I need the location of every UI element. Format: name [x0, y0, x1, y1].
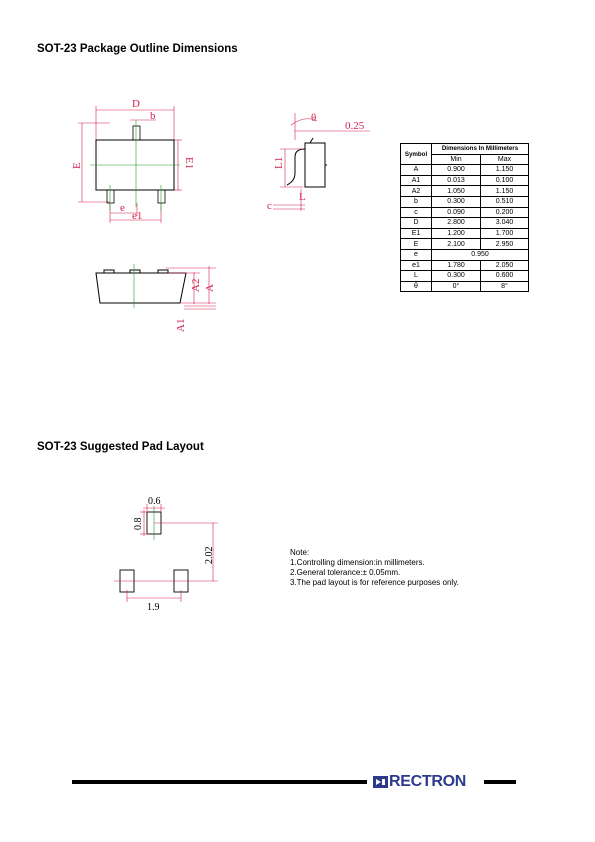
table-cell-min: 1.780 — [431, 259, 481, 272]
table-cell-min: 2.100 — [431, 238, 481, 250]
table-cell-min: 0.300 — [431, 195, 481, 208]
label-c: c — [267, 200, 272, 212]
table-cell-symbol: A — [400, 164, 432, 176]
label-E1: E1 — [183, 157, 195, 169]
table-cell-value: 0.950 — [431, 248, 529, 261]
rectron-logo: RECTRON — [373, 773, 466, 791]
section-title-outline: SOT-23 Package Outline Dimensions — [37, 43, 238, 55]
table-cell-min: 0.013 — [431, 174, 481, 187]
label-e1: e1 — [132, 210, 142, 222]
table-header-min: Min — [431, 153, 481, 166]
rectron-logo-icon — [373, 776, 388, 788]
note-line: 2.General tolerance:± 0.05mm. — [290, 568, 401, 577]
footer-rule-right — [484, 780, 516, 784]
table-cell-max: 0.510 — [480, 195, 529, 208]
table-cell-max: 1.700 — [480, 227, 529, 240]
table-cell-min: 0.090 — [431, 206, 481, 219]
label-A2: A2 — [190, 279, 202, 292]
table-header-max: Max — [480, 153, 529, 166]
note-heading: Note: — [290, 548, 310, 557]
note-line: 3.The pad layout is for reference purpos… — [290, 578, 459, 587]
table-cell-max: 2.950 — [480, 238, 529, 250]
label-E: E — [71, 162, 83, 169]
table-cell-max: 8° — [480, 280, 529, 293]
top-view-drawing: D b E E1 e e1 — [71, 98, 195, 223]
footer-rule-left — [72, 780, 367, 784]
note-line: 1.Controlling dimension:in millimeters. — [290, 558, 425, 567]
table-cell-max: 3.040 — [480, 217, 529, 229]
table-cell-max: 1.150 — [480, 164, 529, 176]
label-theta: θ — [311, 112, 316, 124]
label-e: e — [120, 202, 125, 214]
table-cell-min: 1.200 — [431, 227, 481, 240]
table-cell-symbol: A1 — [400, 174, 432, 187]
table-cell-max: 2.050 — [480, 259, 529, 272]
label-A1: A1 — [175, 319, 187, 332]
table-cell-min: 0° — [431, 280, 481, 293]
table-cell-symbol: L — [400, 270, 432, 282]
dimensions-table: Symbol Dimensions In Millimeters Min Max… — [400, 142, 529, 293]
end-view-drawing: θ 0.25 L1 L c — [267, 112, 370, 212]
label-D: D — [132, 98, 140, 110]
table-cell-max: 0.200 — [480, 206, 529, 219]
table-cell-max: 1.150 — [480, 185, 529, 197]
pad-label-vertical: 2.02 — [204, 547, 215, 565]
pad-label-width: 0.6 — [148, 496, 161, 507]
table-cell-symbol: D — [400, 217, 432, 229]
table-cell-max: 0.100 — [480, 174, 529, 187]
table-cell-symbol: A2 — [400, 185, 432, 197]
section-title-pad-layout: SOT-23 Suggested Pad Layout — [37, 441, 204, 453]
label-L1: L1 — [273, 157, 285, 169]
label-L: L — [299, 191, 306, 203]
table-cell-max: 0.600 — [480, 270, 529, 282]
table-cell-symbol: e1 — [400, 259, 432, 272]
table-cell-symbol: b — [400, 195, 432, 208]
table-cell-symbol: E — [400, 238, 432, 250]
label-A: A — [204, 284, 216, 292]
table-cell-min: 1.050 — [431, 185, 481, 197]
table-cell-symbol: θ — [400, 280, 432, 293]
table-cell-min: 0.300 — [431, 270, 481, 282]
rectron-logo-text: RECTRON — [389, 773, 467, 790]
table-cell-symbol: c — [400, 206, 432, 219]
table-cell-symbol: E1 — [400, 227, 432, 240]
label-b: b — [150, 110, 156, 122]
notes-block: Note: 1.Controlling dimension:in millime… — [290, 548, 459, 588]
pad-layout-drawing: 0.6 0.8 2.02 1.9 — [114, 496, 218, 613]
table-header-symbol: Symbol — [400, 142, 432, 166]
pad-label-height: 0.8 — [133, 518, 144, 531]
table-cell-symbol: e — [400, 248, 432, 261]
front-view-drawing: A2 A A1 — [95, 264, 216, 332]
pad-label-horizontal: 1.9 — [147, 602, 160, 613]
table-cell-min: 0.900 — [431, 164, 481, 176]
table-header-group: Dimensions In Millimeters — [431, 143, 529, 155]
table-cell-min: 2.800 — [431, 217, 481, 229]
label-0-25: 0.25 — [345, 120, 365, 132]
